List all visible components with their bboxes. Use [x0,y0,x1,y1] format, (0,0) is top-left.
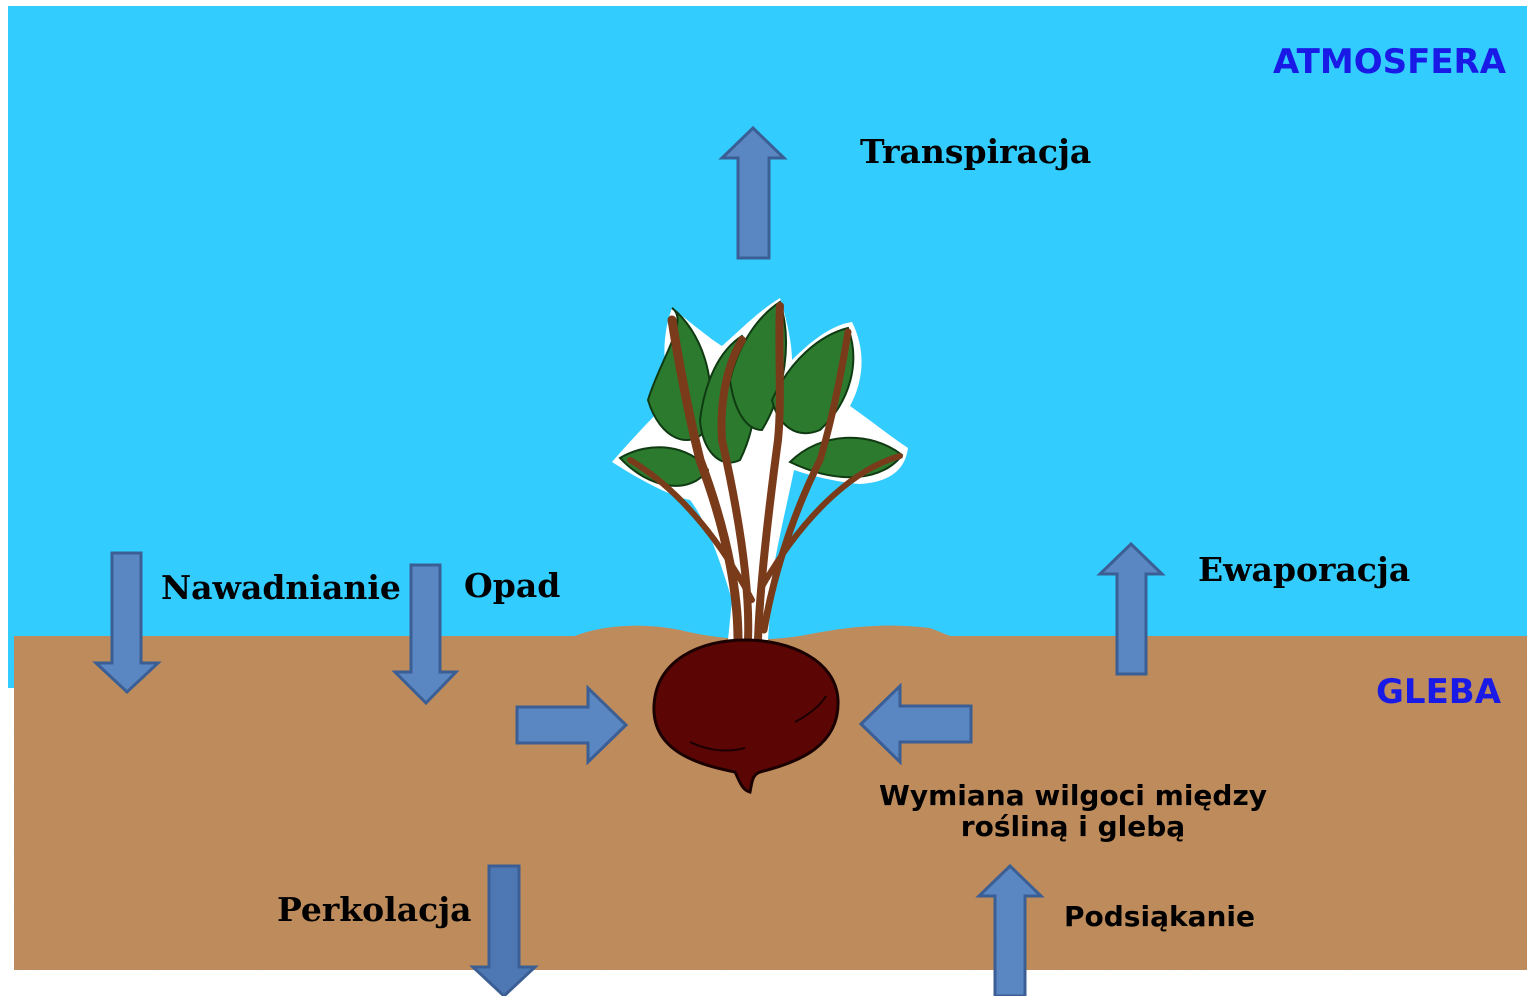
moisture-exchange-label: Wymiana wilgoci między rośliną i glebą [878,780,1268,842]
precipitation-label: Opad [464,566,560,605]
evaporation-label: Ewaporacja [1198,550,1410,589]
capillary-rise-label: Podsiąkanie [1064,900,1255,933]
soil-zone-label: GLEBA [1376,672,1501,712]
percolation-label: Perkolacja [277,890,472,929]
irrigation-label: Nawadnianie [161,568,401,607]
moisture-exchange-line2: rośliną i glebą [878,811,1268,842]
transpiration-label: Transpiracja [860,132,1091,171]
moisture-exchange-line1: Wymiana wilgoci między [878,780,1268,811]
atmosphere-zone-label: ATMOSFERA [1273,42,1506,82]
